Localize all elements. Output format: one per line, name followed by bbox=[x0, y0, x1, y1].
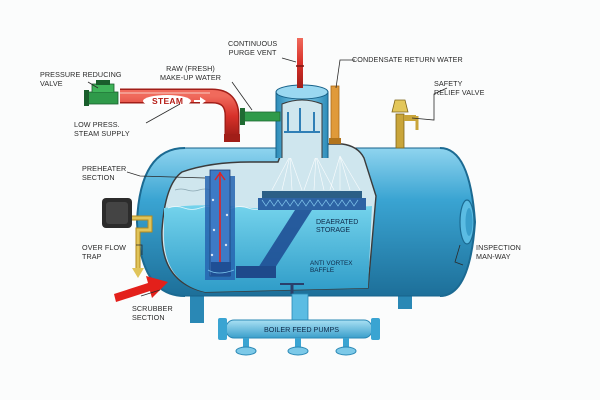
pressure-reducing-valve-label: PRESSURE REDUCING VALVE bbox=[40, 70, 122, 88]
condensate-return-water-label: CONDENSATE RETURN WATER bbox=[352, 55, 463, 64]
red-arrow bbox=[114, 276, 168, 302]
anti-vortex-baffle-label: ANTI VORTEX BAFFLE bbox=[310, 260, 353, 275]
vent-dome bbox=[275, 84, 329, 158]
tray-section bbox=[258, 191, 366, 210]
anti-vortex-baffle bbox=[280, 283, 304, 294]
inspection-manway bbox=[459, 199, 475, 245]
condensate-return-pipe bbox=[329, 85, 341, 144]
boiler-feed-pumps-label: BOILER FEED PUMPS bbox=[264, 325, 340, 334]
continuous-purge-vent-label: CONTINUOUS PURGE VENT bbox=[228, 39, 278, 57]
safety-relief-valve bbox=[391, 99, 419, 149]
makeup-water-inlet bbox=[240, 108, 281, 125]
steam-label: STEAM bbox=[152, 96, 184, 106]
inspection-man-way-label: INSPECTION MAN-WAY bbox=[476, 243, 521, 261]
low-press-steam-supply-label: LOW PRESS. STEAM SUPPLY bbox=[74, 120, 130, 138]
steam-pipe bbox=[120, 88, 240, 142]
spray-nozzles bbox=[271, 155, 361, 191]
scrubber-section-label: SCRUBBER SECTION bbox=[132, 304, 173, 322]
deaerated-storage-label: DEAERATED STORAGE bbox=[316, 219, 359, 234]
safety-relief-valve-label: SAFETY RELIEF VALVE bbox=[434, 79, 485, 97]
overflow-trap bbox=[102, 198, 153, 278]
boiler-feed-pumps bbox=[218, 293, 380, 356]
leader-lines bbox=[87, 57, 464, 297]
raw-makeup-water-label: RAW (FRESH) MAKE-UP WATER bbox=[160, 64, 222, 82]
pressure-reducing-valve bbox=[84, 80, 119, 106]
purge-vent-pipe bbox=[296, 38, 304, 88]
preheater-section-label: PREHEATER SECTION bbox=[82, 164, 127, 182]
over-flow-trap-label: OVER FLOW TRAP bbox=[82, 243, 127, 261]
preheater-column bbox=[205, 169, 235, 280]
downcomer-pipe bbox=[236, 210, 312, 278]
